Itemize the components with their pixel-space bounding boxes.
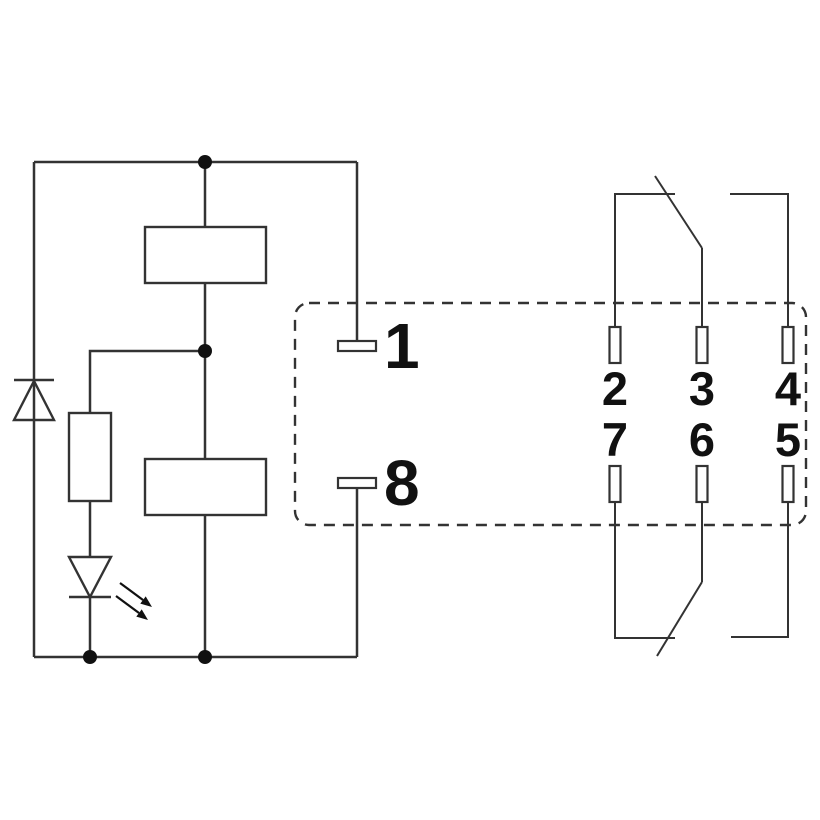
led-arrow-1-shaft [119,582,144,601]
led-arrow-2-head [136,609,148,620]
led-icon [67,555,152,620]
pin-8-pad [336,476,378,490]
contact-blade-bottom [656,581,703,657]
pin-4-contact-wire [730,193,789,327]
pin-3-pad [695,325,709,365]
pin-2-pad [608,325,622,365]
resistor-icon [67,411,113,503]
led-arrow-2-shaft [115,595,140,614]
changeover-contact-bottom [608,464,795,657]
led-emission-arrows [115,582,152,620]
coil-block-upper [143,225,268,285]
contact-blade-top [654,175,703,249]
pin-3-label: 3 [689,362,715,415]
resistor-branch-wire [88,349,205,413]
pin-7-contact-wire [614,502,675,639]
pin-5-contact-wire [731,502,789,638]
pin-8-label: 8 [384,447,420,519]
pin-1-pad [336,339,378,353]
pin-7-label: 7 [602,413,628,466]
pin-6-label: 6 [689,413,715,466]
diode-triangle [12,378,56,422]
led-triangle [67,555,113,600]
pin-7-pad [608,464,622,504]
pin-2-label: 2 [602,362,628,415]
pin-5-label: 5 [775,413,801,466]
coil-block-lower [143,457,268,517]
junction-dot-bottom-left [83,650,97,664]
junction-dot-top [198,155,212,169]
pin-4-pad [781,325,795,365]
pin-6-pad [695,464,709,504]
pin-1-label: 1 [384,310,420,382]
pin-5-pad [781,464,795,504]
pin-2-contact-wire [614,193,675,327]
diode-icon [12,378,56,422]
coil-circuit [12,155,378,664]
pin-4-label: 4 [775,362,801,415]
junction-dot-bottom-center [198,650,212,664]
led-arrow-1-head [140,596,152,607]
changeover-contact-top [608,175,795,365]
relay-dashed-outline [293,301,808,527]
junction-dot-middle [198,344,212,358]
